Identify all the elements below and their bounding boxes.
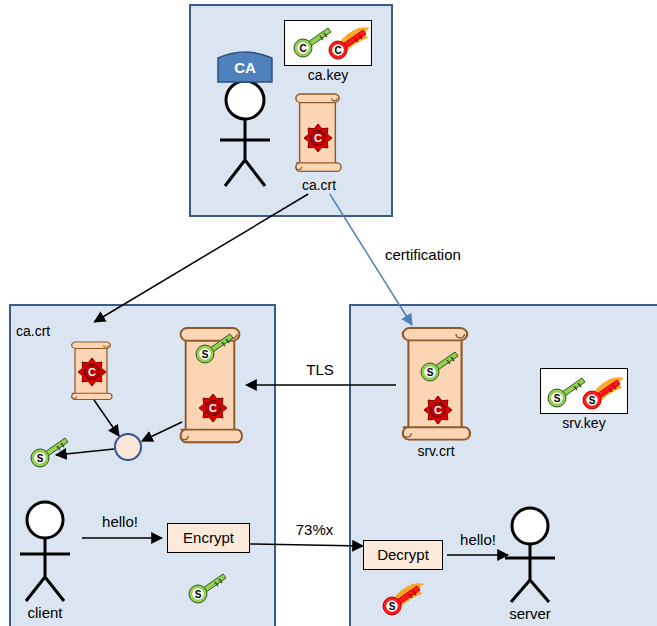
node-text: Encrypt bbox=[183, 529, 234, 547]
key-letter: S bbox=[427, 367, 434, 378]
seal-letter: C bbox=[88, 366, 96, 378]
edge-label: certification bbox=[382, 246, 464, 264]
key-letter: S bbox=[202, 349, 209, 360]
node-text: ca.crt bbox=[16, 322, 50, 340]
node-text: srv.key bbox=[562, 414, 605, 432]
message-label: hello! bbox=[102, 514, 138, 531]
node-text: srv.crt bbox=[417, 442, 454, 460]
key-box: ca.key bbox=[284, 20, 372, 66]
edge-label: 73%x bbox=[293, 521, 337, 539]
node-text: ca.crt bbox=[302, 176, 336, 194]
process-box: Decrypt bbox=[363, 540, 443, 570]
key-letter: S bbox=[389, 601, 396, 612]
actor-name: client bbox=[27, 605, 62, 622]
key-letter: C bbox=[334, 45, 341, 56]
connector-arrow bbox=[250, 544, 363, 546]
protocol-label: TLS bbox=[306, 362, 334, 379]
key-letter: S bbox=[37, 453, 44, 464]
actor-name: server bbox=[509, 606, 551, 623]
role-label: CA bbox=[234, 60, 256, 77]
certificate: srv.crt bbox=[396, 325, 476, 460]
key-letter: S bbox=[554, 393, 561, 404]
key-letter: C bbox=[299, 43, 306, 54]
key-box: srv.key bbox=[540, 368, 628, 414]
connector-arrow bbox=[94, 194, 308, 322]
seal-letter: C bbox=[209, 402, 217, 414]
key-letter: S bbox=[589, 395, 596, 406]
message-label: hello! bbox=[460, 532, 496, 549]
key-letter: S bbox=[195, 589, 202, 600]
seal-letter: C bbox=[434, 404, 442, 416]
certificate: ca.crt bbox=[16, 322, 114, 402]
node-text: Decrypt bbox=[377, 546, 429, 564]
node-text: ca.key bbox=[308, 66, 348, 84]
process-box: Encrypt bbox=[167, 523, 250, 553]
seal-letter: C bbox=[314, 132, 322, 144]
